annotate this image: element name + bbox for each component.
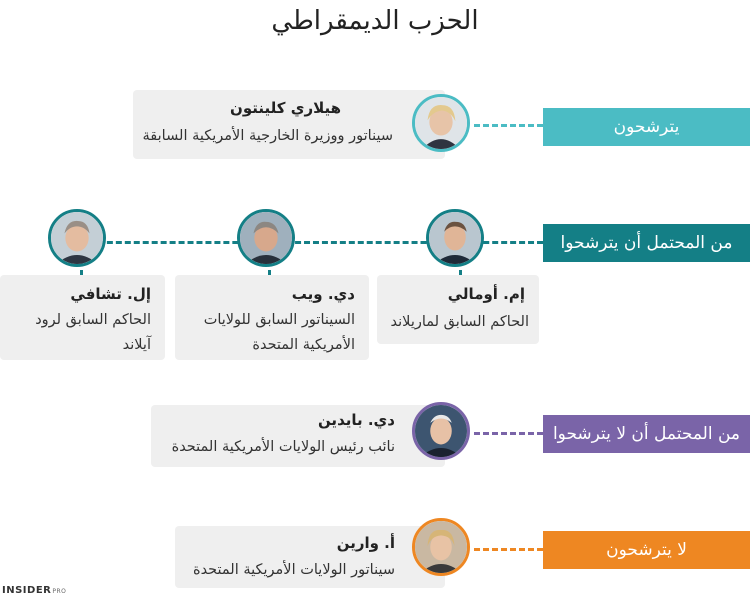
person-description: السيناتور السابق للولايات xyxy=(203,312,355,328)
connector-line xyxy=(474,432,543,435)
person-description: سيناتور الولايات الأمريكية المتحدة xyxy=(192,562,395,578)
person-description: الحاكم السابق لماريلاند xyxy=(390,314,529,330)
person-description: سيناتور ووزيرة الخارجية الأمريكية السابق… xyxy=(142,128,393,144)
person-card-chafee: إل. تشافي الحاكم السابق لرود آيلاند xyxy=(0,275,165,360)
person-description: الأمريكية المتحدة xyxy=(252,337,355,353)
portrait-lincoln-chafee xyxy=(48,209,106,267)
person-name: هيلاري كلينتون xyxy=(230,99,341,117)
person-name: إل. تشافي xyxy=(70,285,151,303)
connector-line xyxy=(80,258,83,276)
person-name: إم. أومالي xyxy=(447,285,525,303)
person-card-biden: دي. بايدين نائب رئيس الولايات الأمريكية … xyxy=(151,405,445,467)
person-name: دي. ويب xyxy=(291,285,355,303)
person-card-webb: دي. ويب السيناتور السابق للولايات الأمري… xyxy=(175,275,369,360)
portrait-elizabeth-warren xyxy=(412,518,470,576)
portrait-jim-webb xyxy=(237,209,295,267)
category-tag-likely-running: من المحتمل أن يترشحوا xyxy=(543,224,750,262)
connector-line xyxy=(474,548,543,551)
connector-line xyxy=(268,258,271,276)
person-card-omalley: إم. أومالي الحاكم السابق لماريلاند xyxy=(377,275,539,344)
portrait-martin-omalley xyxy=(426,209,484,267)
portrait-hillary-clinton xyxy=(412,94,470,152)
page-title: الحزب الديمقراطي xyxy=(271,6,479,36)
person-card-clinton: هيلاري كلينتون سيناتور ووزيرة الخارجية ا… xyxy=(133,90,445,159)
person-card-warren: أ. وارين سيناتور الولايات الأمريكية المت… xyxy=(175,526,445,588)
person-description: الحاكم السابق لرود xyxy=(35,312,151,328)
person-name: دي. بايدين xyxy=(317,411,395,429)
category-tag-running: يترشحون xyxy=(543,108,750,146)
person-description: آيلاند xyxy=(122,337,151,353)
category-tag-likely-not-running: من المحتمل أن لا يترشحوا xyxy=(543,415,750,453)
connector-line xyxy=(459,258,462,276)
person-name: أ. وارين xyxy=(336,534,395,552)
connector-line xyxy=(474,124,543,127)
category-tag-not-running: لا يترشحون xyxy=(543,531,750,569)
connector-line xyxy=(80,241,543,244)
portrait-joe-biden xyxy=(412,402,470,460)
insider-pro-logo: INSIDERPRO xyxy=(2,585,67,596)
person-description: نائب رئيس الولايات الأمريكية المتحدة xyxy=(171,439,395,455)
